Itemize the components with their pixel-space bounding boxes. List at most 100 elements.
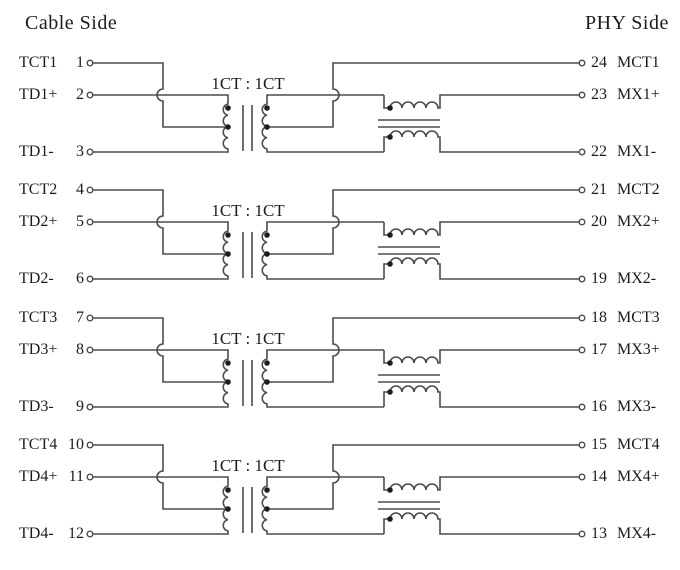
choke-top-winding — [383, 476, 579, 491]
phy-pin-name: MX2+ — [617, 213, 660, 230]
phy-side-header: PHY Side — [585, 12, 669, 34]
phy-pin-number: 20 — [591, 213, 607, 230]
wire-mct-center-tap — [267, 189, 579, 255]
phy-pin-number: 16 — [591, 398, 607, 415]
polarity-dot — [387, 232, 393, 238]
pin-terminal — [578, 346, 586, 354]
polarity-dot — [387, 360, 393, 366]
pin-terminal — [578, 148, 586, 156]
pin-terminal — [86, 314, 94, 322]
polarity-dot — [387, 134, 393, 140]
phy-pin-number: 17 — [591, 341, 607, 358]
choke-core — [378, 374, 440, 383]
transformer-core — [242, 232, 253, 278]
phy-pin-number: 15 — [591, 436, 607, 453]
cable-pin-name: TD4- — [19, 525, 54, 542]
polarity-dot — [387, 516, 393, 522]
polarity-dot — [225, 105, 231, 111]
cable-pin-name: TCT2 — [19, 181, 58, 198]
secondary-winding — [261, 221, 384, 280]
polarity-dot — [264, 379, 270, 385]
choke-top-winding — [383, 94, 579, 109]
wire-mct-center-tap — [267, 62, 579, 128]
polarity-dot — [225, 124, 231, 130]
polarity-dot — [225, 360, 231, 366]
cable-pin-name: TD2- — [19, 270, 54, 287]
phy-pin-number: 23 — [591, 86, 607, 103]
choke-top-winding — [383, 221, 579, 236]
polarity-dot — [264, 124, 270, 130]
turns-ratio-label: 1CT : 1CT — [211, 456, 285, 475]
pin-terminal — [86, 530, 94, 538]
phy-pin-name: MX3+ — [617, 341, 660, 358]
cable-pin-number: 7 — [76, 309, 84, 326]
cable-pin-number: 1 — [76, 54, 84, 71]
pin-terminal — [86, 473, 94, 481]
cable-pin-name: TD3+ — [19, 341, 58, 358]
cable-pin-number: 10 — [68, 436, 84, 453]
cable-pin-name: TCT1 — [19, 54, 58, 71]
phy-pin-name: MX4- — [617, 525, 657, 542]
pin-terminal — [578, 275, 586, 283]
polarity-dot — [264, 506, 270, 512]
transformer-core — [242, 360, 253, 406]
pin-terminal — [578, 91, 586, 99]
choke-bottom-winding — [383, 257, 579, 280]
polarity-dot — [225, 232, 231, 238]
pin-terminal — [86, 218, 94, 226]
cable-pin-name: TCT4 — [19, 436, 58, 453]
cable-pin-number: 11 — [68, 468, 84, 485]
choke-top-winding — [383, 349, 579, 364]
pin-terminal — [86, 186, 94, 194]
choke-core — [378, 246, 440, 255]
wire-mct-center-tap — [267, 317, 579, 383]
pin-terminal — [578, 473, 586, 481]
polarity-dot — [264, 360, 270, 366]
cable-pin-number: 2 — [76, 86, 84, 103]
choke-core — [378, 501, 440, 510]
cable-pin-name: TD1- — [19, 143, 54, 160]
pin-terminal — [86, 59, 94, 67]
phy-pin-number: 13 — [591, 525, 607, 542]
polarity-dot — [264, 232, 270, 238]
primary-winding — [93, 349, 229, 408]
turns-ratio-label: 1CT : 1CT — [211, 329, 285, 348]
cable-pin-name: TCT3 — [19, 309, 58, 326]
phy-pin-number: 24 — [591, 54, 607, 71]
cable-side-header: Cable Side — [25, 12, 118, 34]
polarity-dot — [264, 487, 270, 493]
phy-pin-number: 21 — [591, 181, 607, 198]
secondary-winding — [261, 349, 384, 408]
cable-pin-name: TD4+ — [19, 468, 58, 485]
cable-pin-number: 12 — [68, 525, 84, 542]
pin-terminal — [578, 218, 586, 226]
cable-pin-number: 8 — [76, 341, 84, 358]
pin-terminal — [578, 530, 586, 538]
pin-terminal — [86, 403, 94, 411]
phy-pin-name: MX1+ — [617, 86, 660, 103]
secondary-winding — [261, 476, 384, 535]
pin-terminal — [578, 59, 586, 67]
primary-winding — [93, 221, 229, 280]
pin-terminal — [86, 91, 94, 99]
polarity-dot — [387, 261, 393, 267]
polarity-dot — [387, 389, 393, 395]
polarity-dot — [264, 105, 270, 111]
cable-pin-number: 6 — [76, 270, 84, 287]
phy-pin-name: MCT2 — [617, 181, 660, 198]
polarity-dot — [387, 487, 393, 493]
cable-pin-name: TD2+ — [19, 213, 58, 230]
pin-terminal — [578, 314, 586, 322]
transformer-core — [242, 487, 253, 533]
choke-bottom-winding — [383, 512, 579, 535]
phy-pin-number: 18 — [591, 309, 607, 326]
cable-pin-name: TD1+ — [19, 86, 58, 103]
turns-ratio-label: 1CT : 1CT — [211, 201, 285, 220]
pin-terminal — [86, 441, 94, 449]
polarity-dot — [225, 379, 231, 385]
polarity-dot — [225, 506, 231, 512]
pin-terminal — [578, 441, 586, 449]
phy-pin-number: 19 — [591, 270, 607, 287]
phy-pin-name: MX4+ — [617, 468, 660, 485]
